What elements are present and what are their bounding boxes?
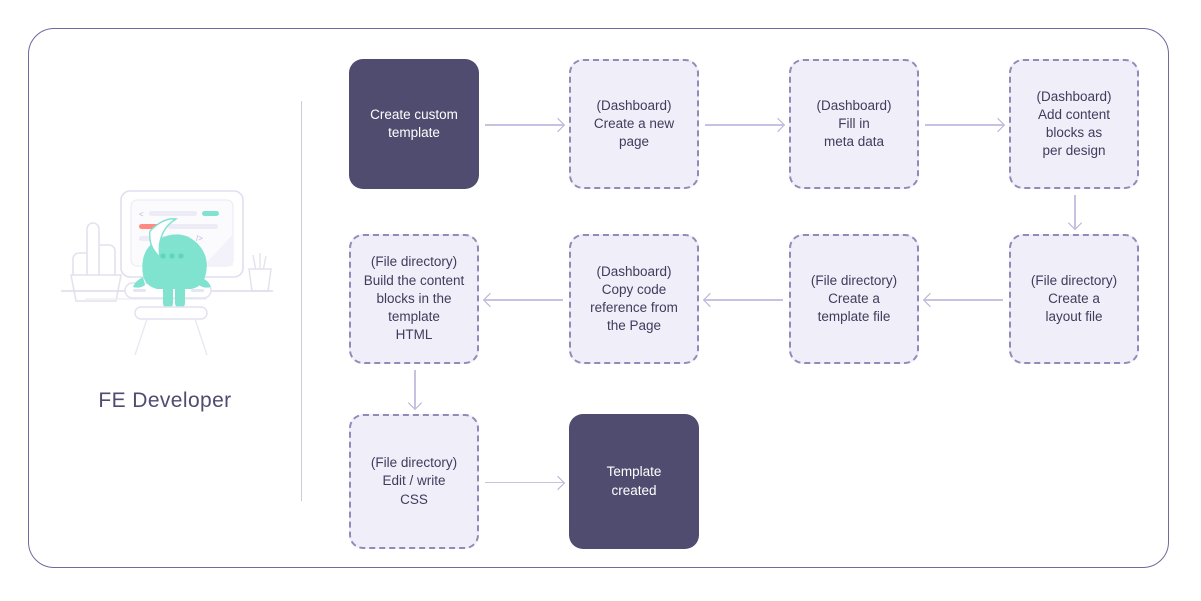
- flow-node-label: (File directory) Create a layout file: [1030, 272, 1118, 325]
- flow-arrow-create-a-layout-file-to-create-a-template-file: [922, 292, 1003, 308]
- flow-node-template-created: Template created: [569, 414, 699, 549]
- flow-node-create-a-layout-file: (File directory) Create a layout file: [1009, 234, 1139, 364]
- svg-text:<: <: [139, 210, 144, 219]
- flow-node-label: (File directory) Build the content block…: [363, 254, 465, 343]
- flow-arrow-create-a-template-file-to-copy-code-reference: [702, 292, 783, 308]
- flow-arrow-copy-code-reference-to-build-content-blocks: [482, 292, 563, 308]
- page-title: FE Developer: [98, 389, 232, 412]
- flow-node-label: Template created: [606, 464, 662, 498]
- flow-node-label: (Dashboard) Fill in meta data: [816, 97, 892, 150]
- flow-arrow-fill-in-meta-data-to-add-content-blocks: [925, 117, 1006, 133]
- left-panel: < />: [29, 29, 301, 569]
- flow-node-label: (Dashboard) Create a new page: [593, 97, 675, 150]
- svg-text:/>: />: [196, 234, 203, 243]
- panel-divider: [301, 101, 303, 501]
- flow-node-label: Create custom template: [370, 106, 458, 140]
- flow-arrow-create-a-new-page-to-fill-in-meta-data: [705, 117, 786, 133]
- flow-node-create-a-template-file: (File directory) Create a template file: [789, 234, 919, 364]
- flow-node-create-a-new-page: (Dashboard) Create a new page: [569, 59, 699, 189]
- flow-node-label: (File directory) Create a template file: [810, 272, 898, 325]
- flow-node-label: (Dashboard) Add content blocks as per de…: [1036, 88, 1112, 159]
- flow-node-create-custom-template: Create custom template: [349, 59, 479, 189]
- flow-node-label: (File directory) Edit / write CSS: [370, 455, 458, 507]
- flow-node-add-content-blocks: (Dashboard) Add content blocks as per de…: [1009, 59, 1139, 189]
- flow-arrow-build-content-blocks-to-edit-write-css: [407, 370, 423, 411]
- flowchart: Create custom template (Dashboard) Create…: [29, 29, 1170, 569]
- flow-arrow-edit-write-css-to-template-created: [485, 475, 566, 490]
- flow-node-edit-write-css: (File directory) Edit / write CSS: [349, 414, 479, 549]
- diagram-card: < />: [28, 28, 1169, 568]
- flow-arrow-create-custom-template-to-create-a-new-page: [485, 117, 566, 133]
- flow-node-fill-in-meta-data: (Dashboard) Fill in meta data: [789, 59, 919, 189]
- flow-arrow-add-content-blocks-to-create-a-layout-file: [1067, 195, 1083, 231]
- flow-node-build-content-blocks: (File directory) Build the content block…: [349, 234, 479, 364]
- fe-developer-illustration: < />: [61, 190, 273, 356]
- flow-node-copy-code-reference: (Dashboard) Copy code reference from the…: [569, 234, 699, 364]
- flow-node-label: (Dashboard) Copy code reference from the…: [590, 263, 678, 334]
